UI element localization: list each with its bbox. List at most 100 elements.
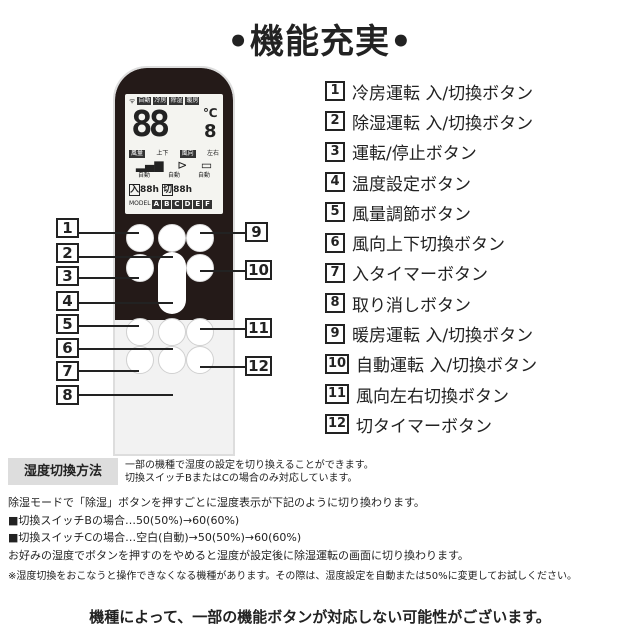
leader-line (200, 232, 245, 234)
leader-line (79, 277, 139, 279)
function-label: 風量調節ボタン (352, 204, 471, 225)
lcd-model-letter: E (193, 199, 203, 209)
lcd-auto: 自動 (197, 172, 210, 179)
callout-8: 8 (56, 385, 79, 405)
callout-12: 12 (245, 356, 272, 376)
lcd-model-letter: A (151, 199, 162, 209)
horizontal-swing-button[interactable] (186, 318, 214, 346)
lcd-mode: 冷房 (153, 97, 168, 105)
function-label: 冷房運転 入/切換ボタン (352, 83, 534, 104)
function-label: 運転/停止ボタン (352, 144, 477, 165)
lcd-timer-value: 88h (140, 185, 159, 195)
humidity-description: 一部の機種で湿度の設定を切り換えることができます。 切換スイッチBまたはCの場合… (125, 459, 374, 485)
function-label: 温度設定ボタン (352, 174, 471, 195)
lcd-unit: ℃ (203, 106, 218, 120)
on-timer-button[interactable] (126, 346, 154, 374)
lcd-display: ᯤ 自動 冷房 除湿 暖房 88 ℃ 8 風量 上下 風向 左右 ▂▄▆⊳▭ 自… (125, 94, 223, 214)
leader-line (79, 256, 173, 258)
humidity-body: 除湿モードで「除湿」ボタンを押すごとに湿度表示が下記のように切り換わります。 ■… (8, 494, 469, 564)
function-number: 3 (325, 141, 345, 162)
function-item: 6 風向上下切換ボタン (325, 227, 537, 257)
function-item: 2 除湿運転 入/切換ボタン (325, 106, 537, 136)
lcd-mode: 自動 (137, 97, 152, 105)
leader-line (79, 370, 139, 372)
leader-line (200, 328, 245, 330)
function-item: 4 温度設定ボタン (325, 167, 537, 197)
heat-button[interactable] (186, 224, 214, 252)
function-number: 6 (325, 232, 345, 253)
lcd-leftright: 左右 (206, 150, 219, 157)
function-number: 7 (325, 262, 345, 283)
fan-speed-button[interactable] (126, 318, 154, 346)
lcd-temperature: 88 (131, 104, 170, 145)
swing-icon: ⊳ (177, 158, 188, 172)
callout-11: 11 (245, 318, 272, 338)
body-line: ■切換スイッチCの場合…空白(自動)→50(50%)→60(60%) (8, 531, 302, 544)
callout-2: 2 (56, 243, 79, 263)
body-line: ■切換スイッチBの場合…50(50%)→60(60%) (8, 513, 240, 527)
callout-6: 6 (56, 338, 79, 358)
function-number: 11 (325, 384, 349, 405)
callout-10: 10 (245, 260, 272, 280)
cool-button[interactable] (126, 224, 154, 252)
function-label: 風向左右切換ボタン (356, 386, 509, 407)
function-number: 4 (325, 172, 345, 193)
humidity-desc-line: 一部の機種で湿度の設定を切り換えることができます。 (125, 460, 374, 471)
lcd-model-letter: D (182, 199, 193, 209)
lcd-auto: 自動 (137, 172, 150, 179)
function-label: 取り消しボタン (352, 295, 471, 316)
function-item: 7 入タイマーボタン (325, 258, 537, 288)
leader-line (79, 232, 139, 234)
body-line: 除湿モードで「除湿」ボタンを押すごとに湿度表示が下記のように切り換わります。 (8, 496, 425, 509)
leader-line (200, 270, 245, 272)
wifi-icon: ᯤ (129, 97, 136, 105)
function-item: 10 自動運転 入/切換ボタン (325, 349, 537, 379)
leader-line (79, 325, 139, 327)
function-number: 1 (325, 81, 345, 102)
lcd-model-letter: B (162, 199, 172, 209)
lcd-decimal: 8 (204, 121, 217, 142)
ac-unit-icon: ▭ (200, 158, 213, 172)
auto-button[interactable] (186, 254, 214, 282)
function-number: 10 (325, 353, 349, 374)
callout-1: 1 (56, 218, 79, 238)
function-label: 切タイマーボタン (356, 416, 492, 437)
lcd-model-letter: F (203, 199, 212, 209)
lcd-timer-value: 88h (173, 185, 193, 195)
function-number: 2 (325, 111, 345, 132)
callout-5: 5 (56, 314, 79, 334)
callout-3: 3 (56, 266, 79, 286)
function-label: 入タイマーボタン (352, 265, 488, 286)
dry-button[interactable] (158, 224, 186, 252)
lcd-mode: 除湿 (169, 97, 184, 105)
humidity-heading: 湿度切換方法 (8, 458, 118, 485)
body-line: お好みの湿度でボタンを押すのをやめると湿度が設定後に除湿運転の画面に切り換わりま… (8, 548, 469, 562)
function-item: 12 切タイマーボタン (325, 409, 537, 439)
function-item: 11 風向左右切換ボタン (325, 379, 537, 409)
function-label: 風向上下切換ボタン (352, 235, 505, 256)
vertical-swing-button[interactable] (158, 318, 186, 346)
lcd-off-timer: 切 (162, 184, 174, 196)
function-label: 除湿運転 入/切換ボタン (352, 113, 534, 134)
cancel-button[interactable] (158, 346, 186, 374)
humidity-note: ※湿度切換をおこなうと操作できなくなる機種があります。その際は、湿度設定を自動ま… (8, 571, 578, 582)
function-item: 1 冷房運転 入/切換ボタン (325, 76, 537, 106)
leader-line (79, 302, 173, 304)
function-item: 9 暖房運転 入/切換ボタン (325, 318, 537, 348)
function-label: 暖房運転 入/切換ボタン (352, 326, 534, 347)
function-label: 自動運転 入/切換ボタン (356, 356, 538, 377)
lcd-fan-swing: 風量 上下 風向 左右 ▂▄▆⊳▭ 自動自動自動 (129, 150, 219, 180)
off-timer-button[interactable] (186, 346, 214, 374)
lcd-swing-label: 風向 (179, 150, 196, 158)
leader-line (200, 366, 245, 368)
function-number: 12 (325, 414, 349, 435)
function-item: 3 運転/停止ボタン (325, 137, 537, 167)
function-number: 9 (325, 323, 345, 344)
lcd-updown: 上下 (156, 150, 169, 157)
temperature-button[interactable] (158, 252, 186, 314)
lcd-mode: 暖房 (185, 97, 200, 105)
lcd-on-timer: 入 (129, 184, 141, 196)
function-list: 1 冷房運転 入/切換ボタン 2 除湿運転 入/切換ボタン 3 運転/停止ボタン 4 温度設定… (325, 76, 537, 440)
